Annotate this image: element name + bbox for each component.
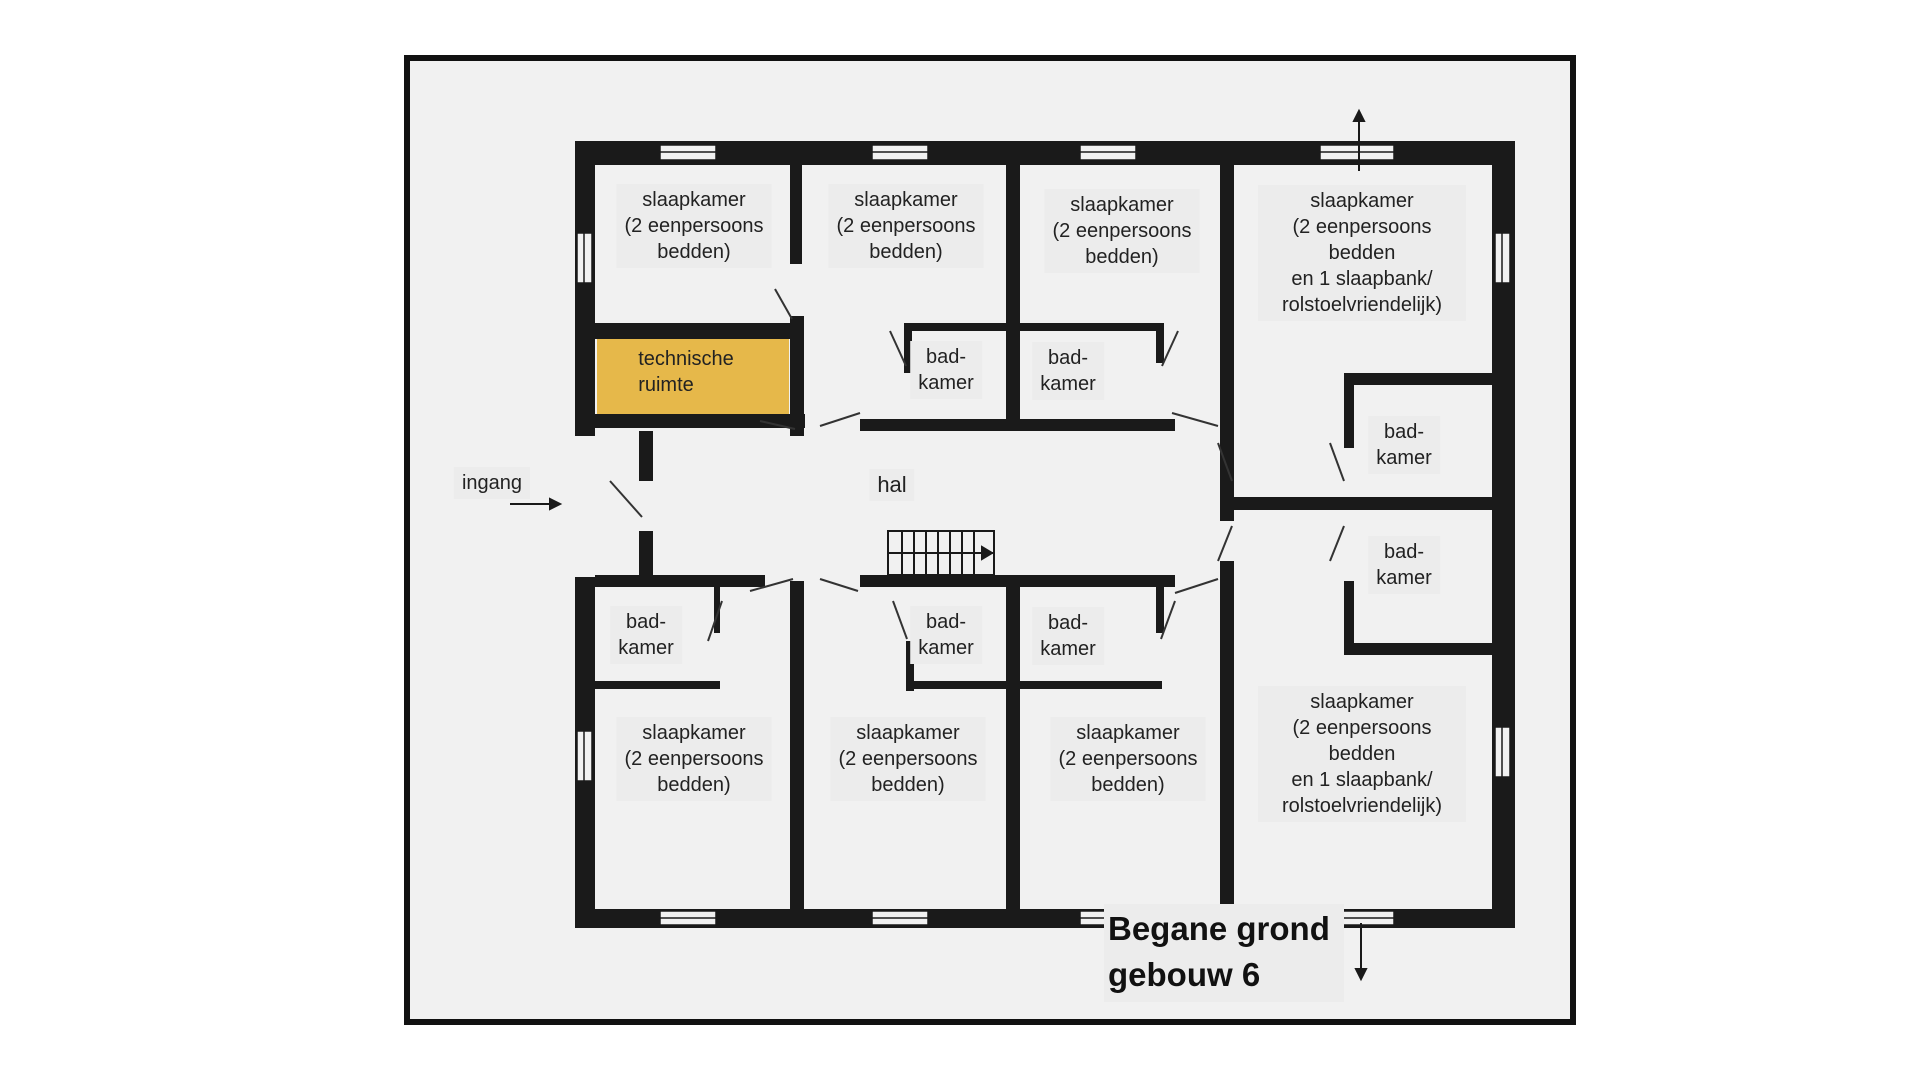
technische-ruimte-area (597, 338, 789, 414)
wall-right-bath-left-2 (1344, 581, 1354, 653)
wall-top-part-1b (790, 316, 804, 436)
wall-bath-bottom-mid-base (906, 681, 1162, 689)
technische-ruimte-label: technische ruimte (638, 348, 734, 396)
wall-right-part-lower (1220, 561, 1234, 928)
room-label: slaapkamer (2 eenpersoons bedden) (828, 184, 984, 268)
room-label: bad- kamer (910, 606, 982, 664)
plan-title: Begane grond gebouw 6 (1104, 904, 1344, 1002)
room-label: bad- kamer (1032, 342, 1104, 400)
room-label: slaapkamer (2 eenpersoons bedden en 1 sl… (1258, 185, 1466, 321)
wall-entrance-post-bottom (639, 531, 653, 581)
wall-tech-bottom (595, 414, 805, 428)
wall-top-part-2 (1006, 161, 1020, 419)
window-mullions (583, 151, 1503, 919)
wall-right-bath-bottom (1344, 643, 1494, 655)
arrows (510, 108, 1368, 982)
wall-bath-top-right (1156, 323, 1164, 363)
room-label: slaapkamer (2 eenpersoons bedden) (616, 184, 772, 268)
wall-bottom-part-1 (790, 581, 804, 928)
plan-title-line1: Begane grond (1108, 910, 1330, 947)
wall-top-part-3 (1220, 161, 1234, 521)
room-label: bad- kamer (610, 606, 682, 664)
wall-entrance-post-top (639, 431, 653, 481)
wall-bath-bottom-left-right (714, 585, 720, 633)
room-label: bad- kamer (910, 341, 982, 399)
wall-bath-top-left (904, 323, 912, 373)
room-label: slaapkamer (2 eenpersoons bedden) (616, 717, 772, 801)
hal-label: hal (869, 469, 915, 501)
wall-right-bath-left-1 (1344, 373, 1354, 448)
ingang-label: ingang (453, 467, 531, 499)
wall-hall-top (860, 419, 1175, 431)
room-label: bad- kamer (1368, 536, 1440, 594)
room-label: slaapkamer (2 eenpersoons bedden) (830, 717, 986, 801)
wall-outer-left-top (575, 141, 595, 436)
wall-tech-top (595, 323, 795, 339)
plan-title-line2: gebouw 6 (1108, 956, 1261, 993)
wall-right-bath-top (1344, 373, 1494, 385)
wall-bottom-part-2 (1006, 581, 1020, 928)
staircase (887, 530, 995, 576)
wall-top-part-1 (790, 161, 802, 264)
wall-right-bath-mid (1220, 497, 1495, 510)
wall-bath-top-cap (906, 323, 1162, 331)
wall-bath-bottom-mid-right (1156, 585, 1164, 633)
room-label: slaapkamer (2 eenpersoons bedden) (1050, 717, 1206, 801)
wall-bath-bottom-mid-left (906, 641, 914, 691)
room-label: slaapkamer (2 eenpersoons bedden) (1044, 189, 1200, 273)
door-swings (609, 288, 1345, 642)
wall-hall-bottom-left (595, 575, 765, 587)
room-label: bad- kamer (1032, 607, 1104, 665)
wall-bath-bottom-left-base (595, 681, 720, 689)
room-label: bad- kamer (1368, 416, 1440, 474)
floor-plan-frame: slaapkamer (2 eenpersoons bedden) slaapk… (404, 55, 1576, 1025)
room-label: slaapkamer (2 eenpersoons bedden en 1 sl… (1258, 686, 1466, 822)
